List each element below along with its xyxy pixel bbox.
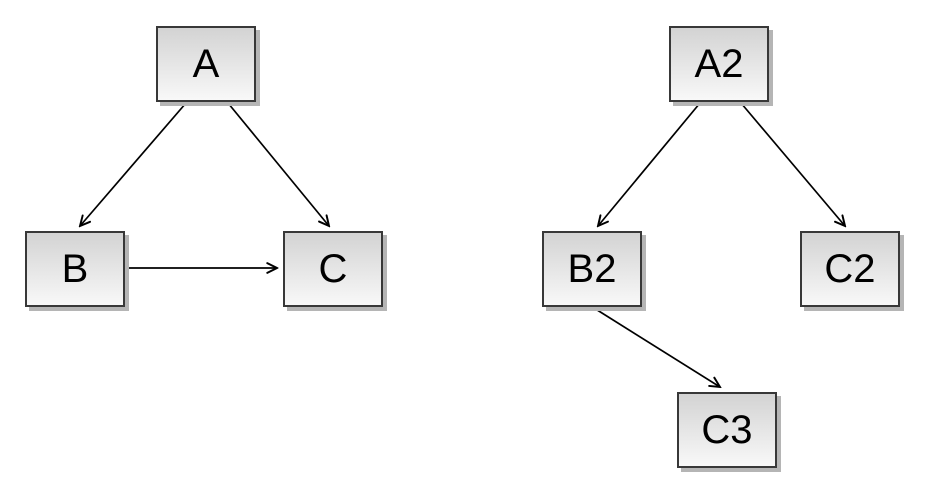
edge-A2-B2[interactable]	[598, 102, 701, 226]
node-C[interactable]: C	[283, 231, 383, 307]
node-A2[interactable]: A2	[669, 26, 769, 102]
edge-A2-C2[interactable]	[740, 102, 845, 226]
node-label: B2	[567, 247, 617, 291]
node-B2[interactable]: B2	[542, 231, 642, 307]
node-label: B	[61, 247, 89, 291]
node-A[interactable]: A	[156, 26, 256, 102]
node-label: C	[318, 247, 348, 291]
edge-A-B[interactable]	[80, 102, 187, 226]
node-label: A	[192, 42, 220, 86]
node-C3[interactable]: C3	[677, 392, 777, 468]
node-label: A2	[694, 42, 744, 86]
edge-B2-C3[interactable]	[593, 307, 720, 387]
edge-A-C[interactable]	[227, 102, 329, 226]
node-C2[interactable]: C2	[800, 231, 900, 307]
node-B[interactable]: B	[25, 231, 125, 307]
node-label: C2	[824, 247, 876, 291]
node-label: C3	[701, 408, 753, 452]
